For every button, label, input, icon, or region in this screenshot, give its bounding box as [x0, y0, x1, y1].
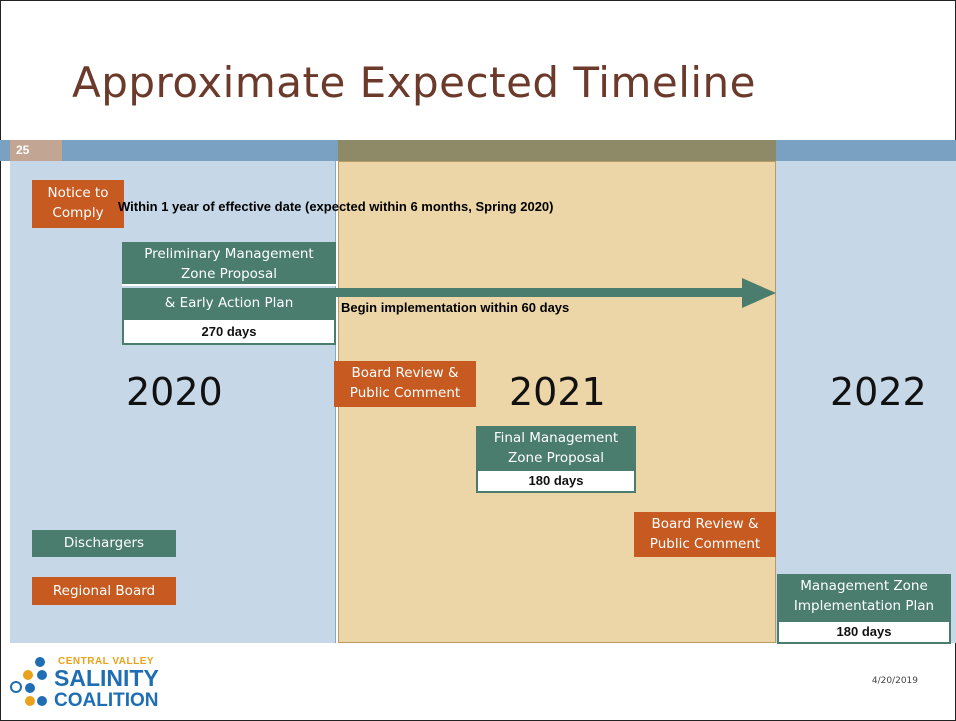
implementation-plan-days: 180 days	[777, 620, 951, 644]
implementation-arrow	[336, 288, 744, 297]
coalition-logo: CENTRAL VALLEY SALINITY COALITION	[10, 654, 210, 716]
logo-text-coalition: COALITION	[54, 690, 159, 711]
preliminary-proposal-box: Preliminary Management Zone Proposal	[122, 242, 336, 286]
preliminary-days: 270 days	[122, 318, 336, 345]
year-label-2022: 2022	[830, 370, 927, 414]
logo-text-central-valley: CENTRAL VALLEY	[58, 656, 155, 667]
year-label-2020: 2020	[126, 370, 223, 414]
notice-note: Within 1 year of effective date (expecte…	[118, 199, 554, 214]
year-label-2021: 2021	[509, 370, 606, 414]
implementation-note: Begin implementation within 60 days	[341, 300, 570, 315]
header-bar-2021	[338, 140, 776, 161]
board-review-box-2: Board Review & Public Comment	[634, 512, 776, 557]
year-column-2022	[776, 161, 956, 643]
year-column-2020	[10, 161, 336, 643]
slide-date: 4/20/2019	[871, 676, 918, 686]
legend-regional-board: Regional Board	[32, 577, 176, 605]
notice-to-comply-box: Notice to Comply	[32, 180, 124, 228]
final-proposal-box: Final Management Zone Proposal	[476, 426, 636, 470]
final-proposal-days: 180 days	[476, 469, 636, 493]
slide-title: Approximate Expected Timeline	[72, 58, 757, 107]
implementation-arrow-head	[742, 278, 776, 308]
logo-text-salinity: SALINITY	[54, 665, 159, 691]
logo-dots-icon	[10, 657, 47, 706]
implementation-plan-box: Management Zone Implementation Plan	[777, 574, 951, 620]
early-action-plan-box: & Early Action Plan	[122, 288, 336, 318]
legend-dischargers: Dischargers	[32, 530, 176, 557]
board-review-box-1: Board Review & Public Comment	[334, 361, 476, 407]
slide-number: 25	[10, 140, 62, 161]
